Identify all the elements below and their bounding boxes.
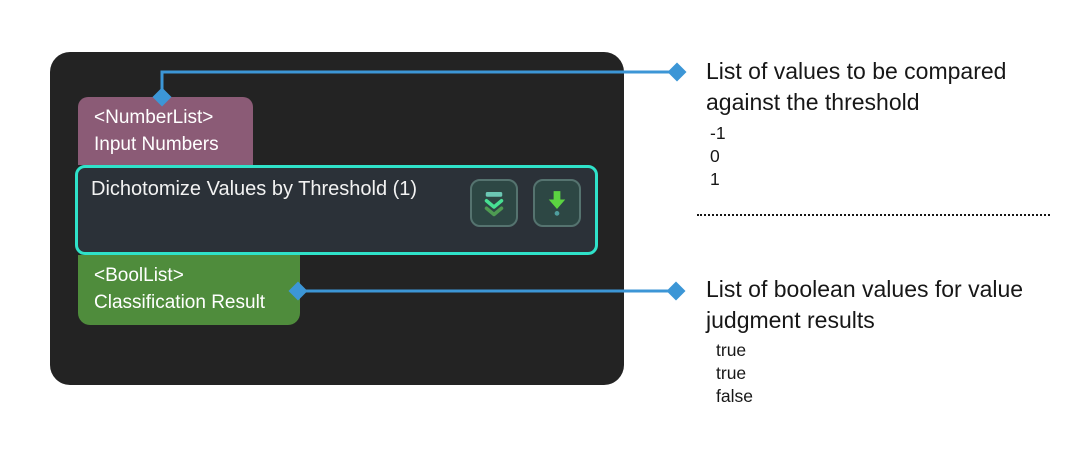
output-callout-diamond-end [666,281,686,301]
output-port-name: Classification Result [94,292,266,313]
output-annotation-text: List of boolean values for value judgmen… [706,276,1024,333]
input-port-badge[interactable]: <NumberList> Input Numbers [78,97,253,165]
input-port-type: <NumberList> [94,107,214,128]
double-chevron-down-icon [479,188,509,218]
run-step-button[interactable] [533,179,581,227]
input-value-item: 0 [710,146,720,166]
output-value-item: true [716,363,747,383]
input-callout-diamond-end [667,62,687,82]
step-node-title: Dichotomize Values by Threshold (1) [91,178,418,200]
input-value-item: -1 [710,123,726,143]
output-port-type: <BoolList> [94,265,184,286]
input-port-name: Input Numbers [94,134,219,155]
output-value-item: false [716,386,753,406]
input-value-item: 1 [710,169,720,189]
dotted-separator [697,214,1050,216]
output-annotation-values: true true false [716,339,753,408]
arrow-down-icon [542,188,572,218]
step-node[interactable]: Dichotomize Values by Threshold (1) [75,165,598,255]
input-annotation-values: -1 0 1 [710,122,726,191]
collapse-step-button[interactable] [470,179,518,227]
output-value-item: true [716,340,747,360]
input-annotation-text: List of values to be compared against th… [706,58,1007,115]
step-node-buttons [470,179,581,227]
output-port-badge[interactable]: <BoolList> Classification Result [78,255,300,325]
